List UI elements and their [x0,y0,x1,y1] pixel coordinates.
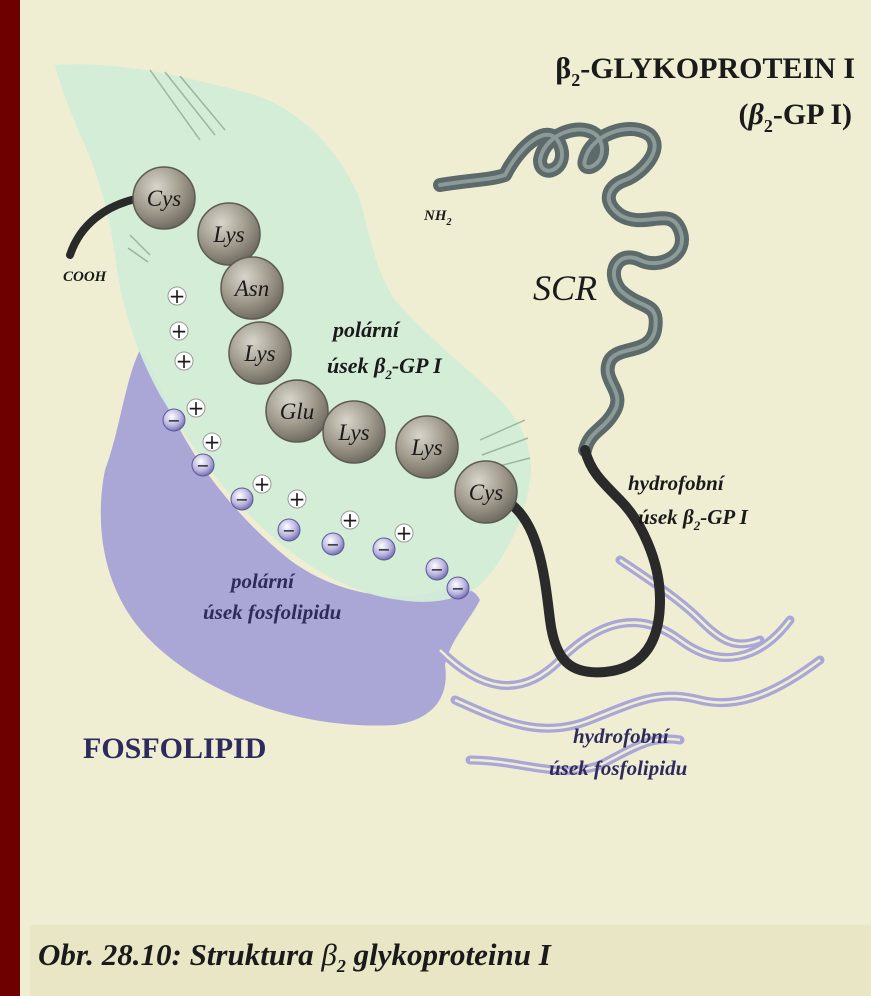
residue-asn-3: Asn [221,257,283,319]
svg-text:+: + [176,349,193,373]
polar-protein-label-1: polární [331,317,401,342]
svg-text:−: − [196,456,209,475]
hydrophobic-protein-label-2: úsek β2-GP I [638,505,749,533]
minus-charge-1: − [163,409,185,431]
minus-charge-7: − [426,558,448,580]
title-line-2: (β2-GP I) [738,98,852,136]
polar-lipid-label-2: úsek fosfolipidu [203,600,341,624]
svg-text:+: + [342,508,359,532]
residue-label: Glu [280,399,315,424]
svg-text:+: + [169,284,186,308]
svg-text:−: − [282,521,295,540]
plus-charge-3: + [175,349,193,373]
plus-charge-2: + [170,319,188,343]
polar-lipid-label-1: polární [229,569,296,593]
residue-glu-5: Glu [266,380,328,442]
polar-protein-label-2: úsek β2-GP I [327,353,443,382]
svg-text:+: + [204,430,221,454]
plus-charge-8: + [341,508,359,532]
svg-text:−: − [430,560,443,579]
minus-charge-6: − [373,538,395,560]
residue-lys-6: Lys [323,401,385,463]
plus-charge-9: + [395,521,413,545]
svg-text:−: − [167,411,180,430]
title-line-1: β2-GLYKOPROTEIN I [555,52,855,90]
minus-charge-5: − [322,533,344,555]
minus-charge-3: − [231,488,253,510]
svg-text:−: − [326,535,339,554]
residue-label: Cys [147,186,182,211]
residue-lys-4: Lys [229,322,291,384]
plus-charge-1: + [168,284,186,308]
svg-text:+: + [188,396,205,420]
plus-charge-5: + [203,430,221,454]
svg-text:−: − [377,540,390,559]
svg-text:+: + [396,521,413,545]
residue-label: Cys [469,480,504,505]
fosfolipid-label: FOSFOLIPID [83,732,266,765]
hydrophobic-lipid-label-1: hydrofobní [573,724,671,748]
hydrophobic-protein-label-1: hydrofobní [628,471,726,495]
plus-charge-4: + [187,396,205,420]
svg-text:−: − [451,579,464,598]
cooh-label: COOH [63,269,108,285]
scr-label: SCR [533,268,597,308]
residue-label: Lys [337,420,369,445]
residue-label: Asn [233,276,270,301]
svg-text:+: + [171,319,188,343]
hydrophobic-lipid-label-2: úsek fosfolipidu [549,756,687,780]
svg-text:+: + [254,472,271,496]
plus-charge-7: + [288,487,306,511]
residue-cys-1: Cys [133,167,195,229]
residue-cys-8: Cys [455,461,517,523]
residue-lys-7: Lys [396,416,458,478]
residue-label: Lys [410,435,442,460]
minus-charge-4: − [278,519,300,541]
minus-charge-2: − [192,454,214,476]
residue-label: Lys [212,222,244,247]
residue-label: Lys [243,341,275,366]
nh2-label: NH2 [423,208,452,228]
svg-text:−: − [235,490,248,509]
residue-lys-2: Lys [198,203,260,265]
minus-charge-8: − [447,577,469,599]
plus-charge-6: + [253,472,271,496]
svg-text:+: + [289,487,306,511]
figure-caption: Obr. 28.10: Struktura β2 glykoproteinu I [38,937,552,976]
